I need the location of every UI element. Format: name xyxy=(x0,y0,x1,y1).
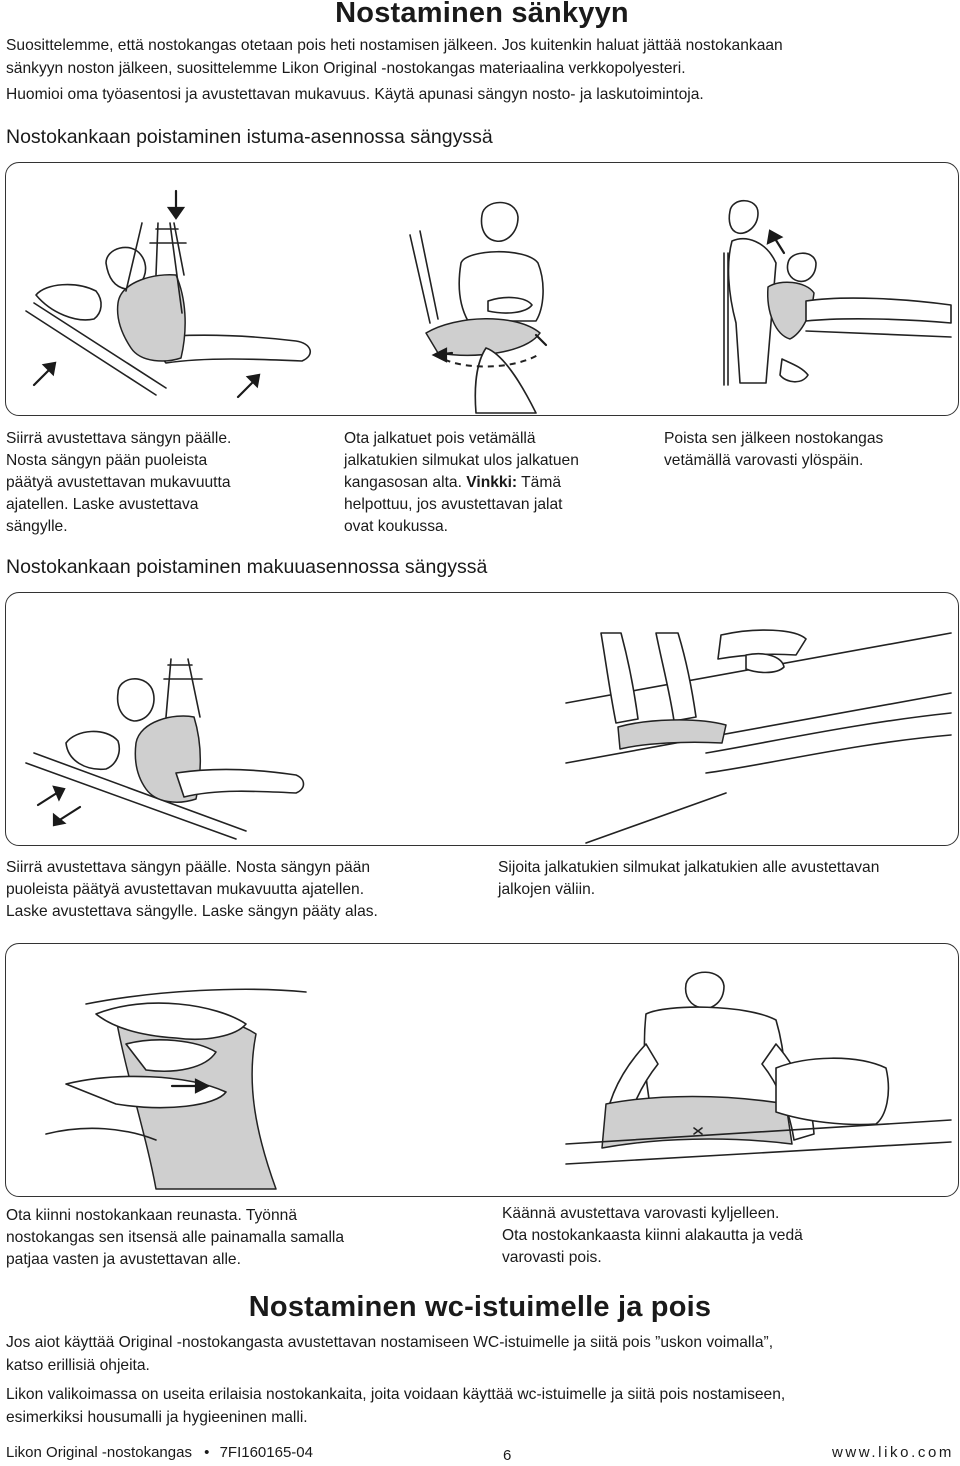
caption-text: kangasosan alta. xyxy=(344,474,462,491)
caption-sitting-1: Siirrä avustettava sängyn päälle. Nosta … xyxy=(6,428,306,538)
caption-line: kangasosan alta. Vinkki: Tämä xyxy=(344,472,644,494)
tip-text: Tämä xyxy=(517,474,562,491)
sitting-illustrations xyxy=(25,189,952,414)
sitting-heading: Nostokankaan poistaminen istuma-asennoss… xyxy=(6,126,493,148)
caption-line: jalkojen väliin. xyxy=(498,881,596,898)
figure-place-leg-loops xyxy=(565,629,952,844)
lying-illustrations xyxy=(25,629,952,844)
footer-product: Likon Original -nostokangas xyxy=(6,1444,192,1461)
caption-line: jalkatukien silmukat ulos jalkatuen xyxy=(344,452,579,469)
figure-turn-and-remove xyxy=(565,971,952,1165)
wc-paragraph-1: Jos aiot käyttää Original -nostokangasta… xyxy=(6,1331,956,1377)
intro-paragraph: Suosittelemme, että nostokangas otetaan … xyxy=(6,34,956,106)
caption-line: Käännä avustettava varovasti kyljelleen. xyxy=(502,1205,780,1222)
figure-lying-lower xyxy=(25,658,305,840)
caption-lying-3: Ota kiinni nostokankaan reunasta. Työnnä… xyxy=(6,1205,476,1271)
caption-line: sängylle. xyxy=(6,518,68,535)
figure-remove-leg-supports xyxy=(409,201,548,414)
intro-line-2: sänkyyn noston jälkeen, suosittelemme Li… xyxy=(6,60,686,77)
footer-bullet: • xyxy=(204,1444,210,1461)
caption-line: vetämällä varovasti ylöspäin. xyxy=(664,452,864,469)
wc-paragraph-2: Likon valikoimassa on useita erilaisia n… xyxy=(6,1383,956,1429)
caption-line: Sijoita jalkatukien silmukat jalkatukien… xyxy=(498,859,880,876)
caption-sitting-3: Poista sen jälkeen nostokangas vetämällä… xyxy=(664,428,956,472)
caption-line: Poista sen jälkeen nostokangas xyxy=(664,430,884,447)
intro-line-1: Suosittelemme, että nostokangas otetaan … xyxy=(6,37,783,54)
caption-line: Siirrä avustettava sängyn päälle. Nosta … xyxy=(6,859,371,876)
wc-para1-line1: Jos aiot käyttää Original -nostokangasta… xyxy=(6,1334,774,1351)
lying-heading: Nostokankaan poistaminen makuuasennossa … xyxy=(6,556,488,578)
caption-line: varovasti pois. xyxy=(502,1249,602,1266)
caption-lying-2: Sijoita jalkatukien silmukat jalkatukien… xyxy=(498,857,958,901)
caption-line: Laske avustettava sängylle. Laske sängyn… xyxy=(6,903,378,920)
lying-illustration-panel xyxy=(5,592,959,846)
wc-para2-line2: esimerkiksi housumalli ja hygieeninen ma… xyxy=(6,1409,308,1426)
caption-line: Ota jalkatuet pois vetämällä xyxy=(344,430,536,447)
page-title-text: Nostaminen sänkyyn xyxy=(335,0,629,29)
page-title: Nostaminen sänkyyn xyxy=(0,0,960,30)
section-title-wc-text: Nostaminen wc-istuimelle ja pois xyxy=(248,1291,712,1323)
figure-sitting-lower xyxy=(25,189,312,399)
wc-para1-line2: katso erillisiä ohjeita. xyxy=(6,1357,150,1374)
caption-sitting-2: Ota jalkatuet pois vetämällä jalkatukien… xyxy=(344,428,644,538)
intro-line-3: Huomioi oma työasentosi ja avustettavan … xyxy=(6,86,704,103)
sitting-illustration-panel xyxy=(5,162,959,416)
caption-line: Ota kiinni nostokankaan reunasta. Työnnä xyxy=(6,1207,297,1224)
caption-line: patjaa vasten ja avustettavan alle. xyxy=(6,1251,241,1268)
footer-doc-code: 7FI160165-04 xyxy=(219,1444,313,1461)
footer-page-number: 6 xyxy=(503,1447,512,1464)
caption-lying-4: Käännä avustettava varovasti kyljelleen.… xyxy=(502,1203,942,1269)
footer-url: www.liko.com xyxy=(831,1444,954,1461)
figure-remove-sling-upward xyxy=(723,199,952,386)
caption-lying-1: Siirrä avustettava sängyn päälle. Nosta … xyxy=(6,857,476,923)
caption-line: Nosta sängyn pään puoleista xyxy=(6,452,208,469)
caption-line: ajatellen. Laske avustettava xyxy=(6,496,199,513)
wc-para2-line1: Likon valikoimassa on useita erilaisia n… xyxy=(6,1386,786,1403)
caption-line: ovat koukussa. xyxy=(344,518,449,535)
tip-label: Vinkki: xyxy=(466,474,518,491)
figure-tuck-sling xyxy=(45,988,307,1190)
caption-line: päätyä avustettavan mukavuutta xyxy=(6,474,231,491)
section-title-wc: Nostaminen wc-istuimelle ja pois xyxy=(0,1291,960,1324)
lying-illustration-panel-2 xyxy=(5,943,959,1197)
caption-line: puoleista päätyä avustettavan mukavuutta… xyxy=(6,881,365,898)
caption-line: nostokangas sen itsensä alle painamalla … xyxy=(6,1229,345,1246)
caption-line: Siirrä avustettava sängyn päälle. xyxy=(6,430,232,447)
footer-left: Likon Original -nostokangas • 7FI160165-… xyxy=(6,1444,313,1461)
lying-illustrations-2 xyxy=(45,971,952,1190)
caption-line: helpottuu, jos avustettavan jalat xyxy=(344,496,563,513)
caption-line: Ota nostokankaasta kiinni alakautta ja v… xyxy=(502,1227,803,1244)
